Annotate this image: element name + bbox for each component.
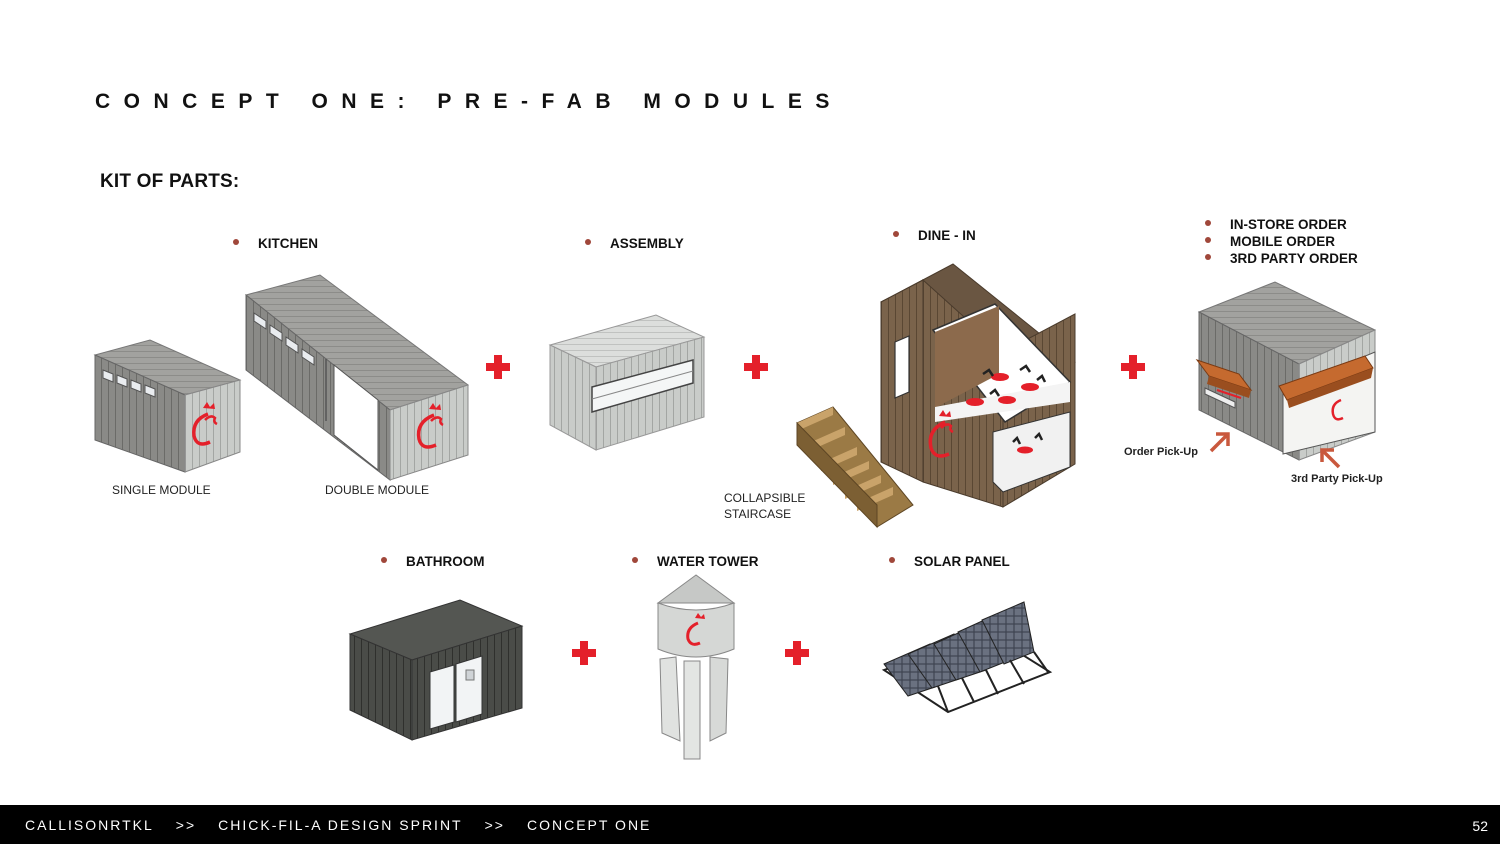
label-bathroom: BATHROOM — [381, 554, 485, 569]
bullet-icon — [1205, 220, 1211, 226]
page-number: 52 — [1472, 818, 1488, 834]
bathroom-module-illustration — [348, 598, 526, 743]
plus-icon — [572, 641, 596, 665]
plus-icon — [1121, 355, 1145, 379]
plus-icon — [785, 641, 809, 665]
breadcrumb-item: CONCEPT ONE — [527, 817, 651, 833]
bullet-icon — [632, 557, 638, 563]
breadcrumb: CALLISONRTKL >> CHICK-FIL-A DESIGN SPRINT >… — [25, 817, 651, 833]
breadcrumb-item: CHICK-FIL-A DESIGN SPRINT — [218, 817, 462, 833]
breadcrumb-item: CALLISONRTKL — [25, 817, 154, 833]
single-module-illustration — [95, 340, 245, 475]
plus-icon — [744, 355, 768, 379]
caption-staircase: COLLAPSIBLE STAIRCASE — [724, 490, 805, 522]
arrow-icon — [1208, 430, 1232, 454]
bullet-icon — [893, 231, 899, 237]
bullet-icon — [889, 557, 895, 563]
caption-double-module: DOUBLE MODULE — [325, 483, 429, 497]
caption-third-party-pickup: 3rd Party Pick-Up — [1291, 473, 1383, 485]
list-item: MOBILE ORDER — [1205, 233, 1358, 250]
bullet-icon — [1205, 254, 1211, 260]
list-item: 3RD PARTY ORDER — [1205, 250, 1358, 267]
bullet-icon — [233, 239, 239, 245]
bullet-icon — [1205, 237, 1211, 243]
dine-in-module-illustration — [875, 262, 1090, 510]
plus-icon — [486, 355, 510, 379]
label-kitchen: KITCHEN — [233, 236, 318, 251]
list-item: IN-STORE ORDER — [1205, 216, 1358, 233]
breadcrumb-separator: >> — [176, 817, 196, 833]
bullet-icon — [585, 239, 591, 245]
order-options-list: IN-STORE ORDER MOBILE ORDER 3RD PARTY OR… — [1205, 216, 1358, 267]
breadcrumb-separator: >> — [485, 817, 505, 833]
caption-order-pickup: Order Pick-Up — [1124, 446, 1198, 458]
label-dine-in: DINE - IN — [893, 228, 976, 243]
page-title: CONCEPT ONE: PRE-FAB MODULES — [95, 90, 843, 114]
water-tower-illustration — [654, 573, 738, 763]
section-subtitle: KIT OF PARTS: — [100, 171, 239, 193]
label-solar-panel: SOLAR PANEL — [889, 554, 1010, 569]
label-assembly: ASSEMBLY — [585, 236, 684, 251]
arrow-icon — [1318, 446, 1342, 470]
bullet-icon — [381, 557, 387, 563]
footer-bar: CALLISONRTKL >> CHICK-FIL-A DESIGN SPRINT >… — [0, 805, 1500, 844]
label-water-tower: WATER TOWER — [632, 554, 759, 569]
solar-panel-illustration — [878, 600, 1056, 725]
caption-single-module: SINGLE MODULE — [112, 483, 211, 497]
double-module-illustration — [240, 275, 475, 485]
assembly-module-illustration — [548, 315, 708, 455]
